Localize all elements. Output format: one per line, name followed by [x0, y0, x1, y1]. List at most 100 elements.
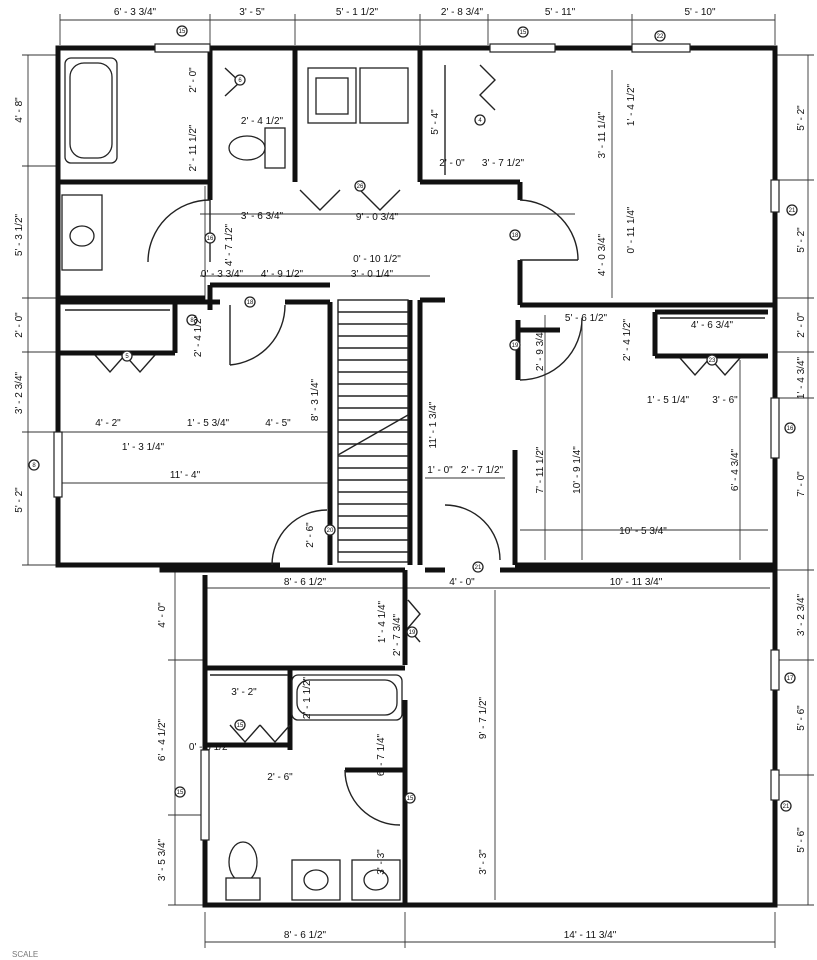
toilet-icon — [228, 841, 258, 883]
tag-label: 16 — [207, 236, 214, 242]
dim-label: 7' - 11 1/2" — [535, 446, 546, 493]
tag-marker — [517, 26, 529, 38]
dim-label: 2' - 4 1/2" — [622, 318, 633, 361]
tag-label: 17 — [787, 676, 794, 682]
dim-label: 1' - 0" — [427, 465, 453, 476]
dim-label: 6' - 4 1/2" — [157, 718, 168, 761]
bifold-door-icon — [259, 724, 291, 744]
dim-label: 5' - 11" — [545, 7, 576, 18]
tag-marker — [472, 561, 484, 573]
tag-marker — [784, 422, 796, 434]
tag-label: 6 — [238, 78, 242, 84]
tag-label: 8 — [190, 318, 194, 324]
tag-label: 21 — [783, 804, 790, 810]
dim-label: 1' - 3 1/4" — [122, 442, 165, 453]
dim-label: 0' - 3 1/2" — [189, 742, 232, 753]
tag-label: 5 — [125, 354, 129, 360]
window-icon — [200, 749, 210, 841]
dim-label: 3' - 6" — [712, 395, 738, 406]
dim-label: 4' - 0 3/4" — [597, 233, 608, 276]
dim-label: 5' - 1 1/2" — [336, 7, 379, 18]
tag-marker — [354, 180, 366, 192]
dim-label: 4' - 8" — [14, 97, 25, 123]
tag-label: 15 — [237, 723, 244, 729]
tag-marker — [509, 229, 521, 241]
tag-label: 4 — [478, 118, 482, 124]
dim-label: 11' - 4" — [170, 470, 201, 481]
dim-label: 6' - 3 3/4" — [114, 7, 157, 18]
dim-label: 2' - 6" — [267, 772, 293, 783]
dryer-icon — [359, 67, 409, 124]
bifold-door-icon — [359, 189, 401, 211]
tag-label: 18 — [512, 233, 519, 239]
bifold-door-icon — [299, 189, 341, 211]
dimension-labels: 6' - 3 3/4" 3' - 5" 5' - 1 1/2" 2' - 8 3… — [12, 7, 807, 959]
tag-label: 20 — [327, 528, 334, 534]
window-icon — [770, 397, 780, 459]
tag-label: 16 — [787, 426, 794, 432]
dim-label: 2' - 9 3/4" — [535, 328, 546, 371]
dim-label: 7' - 0" — [796, 471, 807, 497]
window-icon — [770, 179, 780, 213]
dim-label: 3' - 2 3/4" — [14, 371, 25, 414]
tag-marker — [784, 672, 796, 684]
door-swing-icon — [344, 769, 401, 826]
dim-label: 6' - 4 3/4" — [730, 448, 741, 491]
dim-label: 1' - 5 3/4" — [187, 418, 230, 429]
tag-label: 21 — [475, 565, 482, 571]
window-icon — [489, 43, 556, 53]
toilet-tank-icon — [264, 127, 286, 169]
dim-label: 4' - 6 3/4" — [691, 320, 734, 331]
tag-marker — [406, 626, 418, 638]
tags: 15 6 15 26 22 21 18 4 16 19 18 23 5 16 8… — [28, 25, 798, 812]
door-swing-icon — [147, 199, 211, 263]
dim-label: 6' - 7 1/4" — [376, 733, 387, 776]
dim-label: 5' - 2" — [796, 227, 807, 253]
tag-label: 18 — [247, 300, 254, 306]
dim-label: 1' - 4 3/4" — [796, 356, 807, 399]
dim-label: 8' - 6 1/2" — [284, 577, 327, 588]
dim-label: 3' - 6 3/4" — [241, 211, 284, 222]
dim-label: 2' - 7 3/4" — [392, 613, 403, 656]
dim-label: 2' - 1 1/2" — [302, 676, 313, 719]
dimension-lines — [22, 14, 814, 948]
dim-label: 5' - 10" — [684, 7, 715, 18]
tag-marker — [654, 30, 666, 42]
scale-note: SCALE — [12, 950, 38, 959]
dim-label: 14' - 11 3/4" — [564, 930, 617, 941]
tag-marker — [474, 114, 486, 126]
window-icon — [631, 43, 691, 53]
dim-label: 3' - 2 3/4" — [796, 593, 807, 636]
dim-label: 3' - 2" — [231, 687, 257, 698]
tag-label: 19 — [409, 630, 416, 636]
tag-marker — [204, 232, 216, 244]
tag-label: 23 — [709, 358, 716, 364]
bifold-door-icon — [229, 724, 261, 744]
dim-label: 4' - 0" — [449, 577, 475, 588]
dim-label: 8' - 3 1/4" — [310, 378, 321, 421]
tag-marker — [324, 524, 336, 536]
windows — [53, 43, 780, 841]
dim-label: 2' - 8 3/4" — [441, 7, 484, 18]
tag-marker — [509, 339, 521, 351]
tag-marker — [404, 792, 416, 804]
window-icon — [154, 43, 211, 53]
door-swing-icon — [519, 317, 583, 381]
dim-label: 10' - 11 3/4" — [610, 577, 663, 588]
tag-marker — [176, 25, 188, 37]
door-swing-icon — [519, 199, 579, 261]
doors — [94, 64, 741, 826]
bifold-door-icon — [479, 64, 496, 111]
dim-label: 5' - 4" — [430, 109, 441, 135]
sink-icon — [363, 869, 389, 891]
tag-label: 22 — [657, 34, 664, 40]
dim-label: 3' - 3" — [376, 849, 387, 875]
fixtures — [61, 57, 765, 901]
dim-label: 5' - 2" — [796, 105, 807, 131]
dim-label: 4' - 0" — [157, 602, 168, 628]
tag-label: 19 — [512, 343, 519, 349]
dim-label: 5' - 3 1/2" — [14, 213, 25, 256]
dim-label: 3' - 5" — [239, 7, 265, 18]
tag-label: 15 — [177, 790, 184, 796]
tag-marker — [28, 459, 40, 471]
